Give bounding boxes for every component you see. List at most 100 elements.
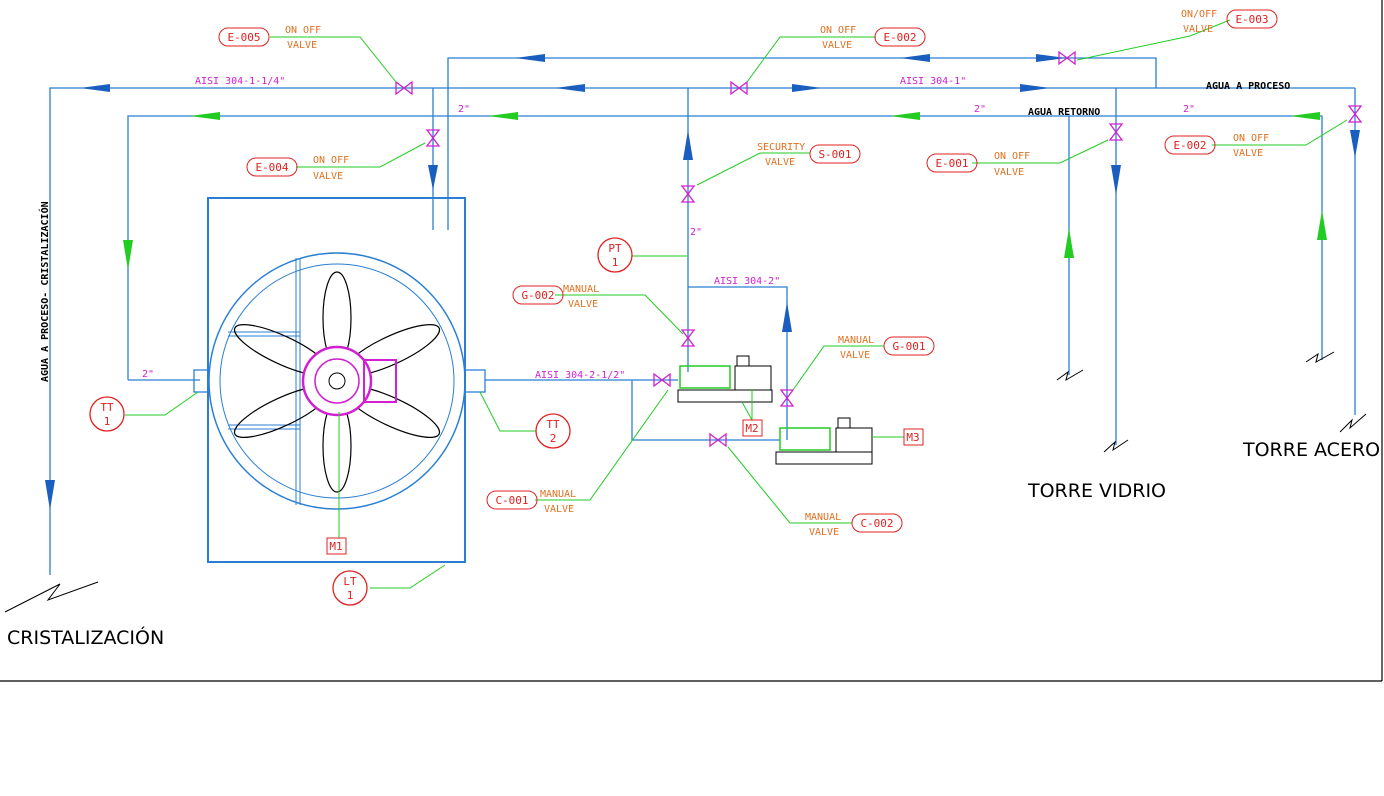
title-cristalizacion: CRISTALIZACIÓN <box>7 625 164 649</box>
valve-e005 <box>395 80 413 96</box>
valve-s001 <box>680 185 696 203</box>
valve-symbols <box>395 50 1363 448</box>
valve-g002 <box>680 329 696 347</box>
pipe-size-2-e: 2" <box>142 369 154 380</box>
pipe-size-2-d: 2" <box>690 227 702 238</box>
valve-tag-e003: E-003 ON/OFF VALVE <box>1181 9 1278 35</box>
valve-e003 <box>1058 50 1076 66</box>
valve-g001 <box>779 389 795 407</box>
title-torre-acero: TORRE ACERO <box>1242 439 1380 461</box>
tag-text: G-002 <box>521 289 554 302</box>
valve-word: VALVE <box>1183 24 1213 35</box>
valve-word: VALVE <box>544 504 574 515</box>
tag-text: E-005 <box>227 31 260 44</box>
motor-label: M3 <box>906 431 919 444</box>
valve-type: SECURITY <box>757 142 805 153</box>
motor-m2: M2 <box>742 419 763 437</box>
tag-text: C-001 <box>495 494 528 507</box>
pipe-size-2-a: 2" <box>458 104 470 115</box>
instrument-pt1: PT 1 <box>597 237 633 273</box>
valve-type: MANUAL <box>838 335 874 346</box>
title-torre-vidrio: TORRE VIDRIO <box>1027 480 1166 502</box>
tag-text: C-002 <box>860 517 893 530</box>
cooling-tank <box>193 197 486 563</box>
tag-text: E-002 <box>883 31 916 44</box>
valve-c001 <box>653 372 671 388</box>
instrument-code: PT <box>608 242 622 255</box>
label-agua-retorno: AGUA RETORNO <box>1028 107 1100 118</box>
instrument-lt1: LT 1 <box>332 570 368 606</box>
pump-1 <box>677 355 773 421</box>
valve-word: VALVE <box>809 527 839 538</box>
valve-word: VALVE <box>822 40 852 51</box>
valve-word: VALVE <box>568 299 598 310</box>
motor-m3: M3 <box>903 428 924 446</box>
instrument-tt2: TT 2 <box>535 413 571 449</box>
label-agua-a-proceso: AGUA A PROCESO <box>1206 81 1290 92</box>
valve-tag-g001: G-001 MANUAL VALVE <box>838 335 935 361</box>
instrument-number: 1 <box>612 256 619 269</box>
valve-e004 <box>425 129 441 147</box>
valve-type: MANUAL <box>540 489 576 500</box>
valve-word: VALVE <box>287 40 317 51</box>
tag-text: E-002 <box>1173 139 1206 152</box>
pipe-top-return <box>447 57 1157 230</box>
valve-tag-e002-top: E-002 ON OFF VALVE <box>820 25 926 51</box>
valve-c002 <box>709 432 727 448</box>
tag-text: E-004 <box>255 161 288 174</box>
instrument-tt1: TT 1 <box>89 396 125 432</box>
signal-lines <box>125 19 1348 589</box>
valve-type: ON OFF <box>994 151 1030 162</box>
drawing-frame <box>0 0 1383 682</box>
instrument-number: 1 <box>347 589 354 602</box>
pipe-label-aisi-1: AISI 304-1" <box>900 76 966 87</box>
pipe-size-2-c: 2" <box>1183 104 1195 115</box>
valve-type: ON OFF <box>820 25 856 36</box>
valve-word: VALVE <box>994 167 1024 178</box>
motor-m1: M1 <box>326 537 347 555</box>
valve-word: VALVE <box>840 350 870 361</box>
valve-tag-e004: E-004 ON OFF VALVE <box>246 155 349 182</box>
motor-label: M2 <box>745 422 758 435</box>
instrument-code: LT <box>343 575 357 588</box>
instrument-number: 2 <box>550 432 557 445</box>
pipe-return-2in <box>127 115 1323 380</box>
valve-tag-g002: G-002 MANUAL VALVE <box>512 284 599 310</box>
flow-arrows <box>45 54 1360 510</box>
green-arrows <box>123 112 1327 270</box>
tag-text: E-001 <box>935 157 968 170</box>
valve-tag-c002: C-002 MANUAL VALVE <box>805 512 903 538</box>
valve-word: VALVE <box>765 157 795 168</box>
area-labels: AGUA A PROCESO AGUA RETORNO AGUA A PROCE… <box>7 81 1380 649</box>
pipe-label-aisi-2: AISI 304-2" <box>714 276 780 287</box>
tag-text: S-001 <box>818 148 851 161</box>
pipe-label-aisi-1-1-4: AISI 304-1-1/4" <box>195 76 285 87</box>
tag-text: G-001 <box>892 340 925 353</box>
motor-label: M1 <box>329 540 342 553</box>
instrument-code: TT <box>100 401 114 414</box>
pipe-size-2-b: 2" <box>974 104 986 115</box>
valve-tag-c001: C-001 MANUAL VALVE <box>486 489 576 515</box>
valve-type: ON OFF <box>313 155 349 166</box>
tag-text: E-003 <box>1235 13 1268 26</box>
pipe-labels: AISI 304-1-1/4" AISI 304-1" AISI 304-2" … <box>142 76 1195 381</box>
pump-2 <box>775 417 873 465</box>
label-agua-proceso-cristalizacion: AGUA A PROCESO- CRISTALIZACIÓN <box>38 201 51 382</box>
valve-tag-e001: E-001 ON OFF VALVE <box>926 151 1030 178</box>
pipe-aisi-2in <box>688 286 788 440</box>
valve-tag-s001: S-001 SECURITY VALVE <box>757 142 861 168</box>
valve-e002-right <box>1347 105 1363 123</box>
valve-type: MANUAL <box>805 512 841 523</box>
valve-word: VALVE <box>313 171 343 182</box>
valve-type: ON OFF <box>1233 133 1269 144</box>
valve-word: VALVE <box>1233 148 1263 159</box>
pipe-label-aisi-2-1-2: AISI 304-2-1/2" <box>535 370 625 381</box>
instrument-number: 1 <box>104 415 111 428</box>
instrument-code: TT <box>546 418 560 431</box>
pipe-break-symbols <box>4 351 1367 613</box>
valve-type: MANUAL <box>563 284 599 295</box>
valve-e001 <box>1108 123 1124 141</box>
valve-type: ON OFF <box>285 25 321 36</box>
valve-tag-e005: E-005 ON OFF VALVE <box>218 25 321 51</box>
